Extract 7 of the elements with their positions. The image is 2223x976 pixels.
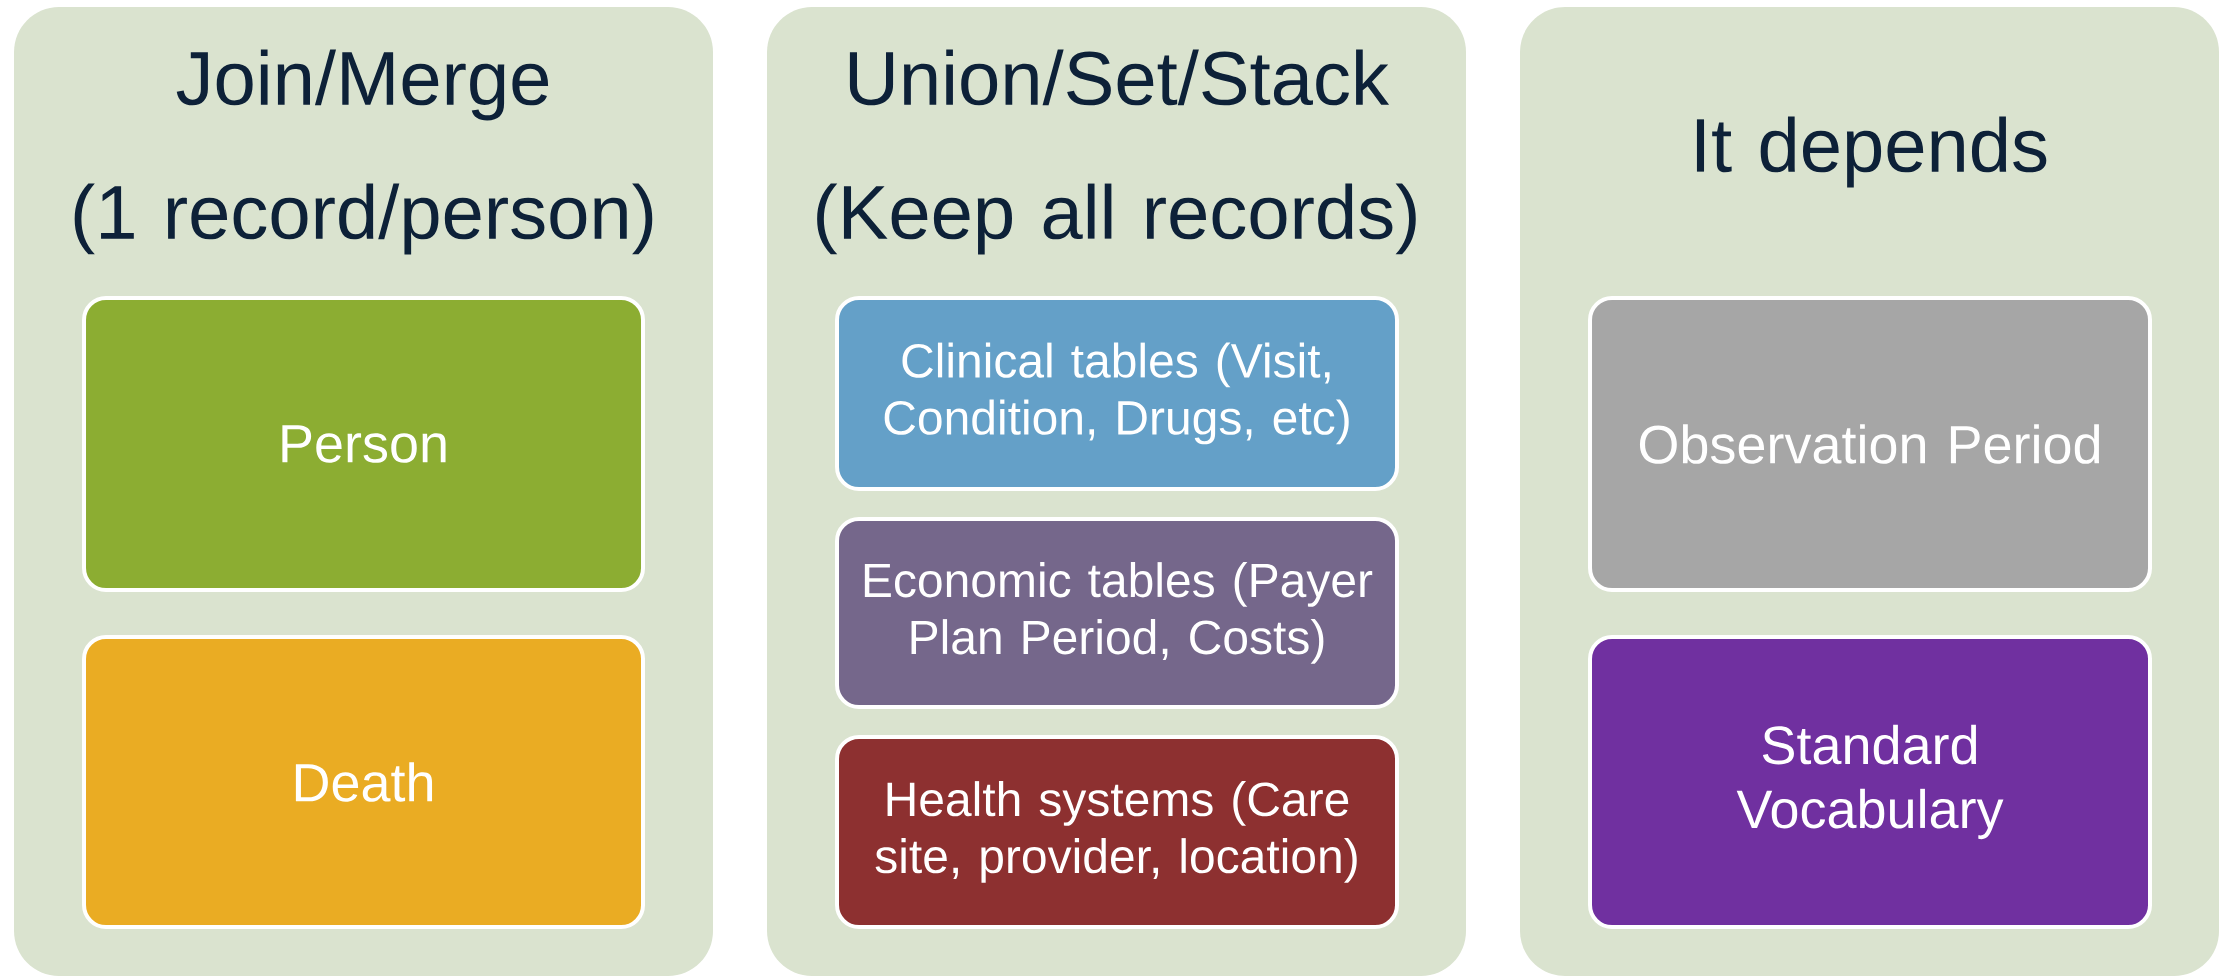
table-box: Clinical tables (Visit, Condition, Drugs, etc) <box>835 296 1399 491</box>
table-box: Person <box>82 296 645 592</box>
table-box: Economic tables (Payer Plan Period, Costs) <box>835 517 1399 709</box>
table-box: Health systems (Care site, provider, location) <box>835 735 1399 929</box>
table-box: Death <box>82 635 645 929</box>
table-box: Observation Period <box>1588 296 2152 592</box>
table-box: Standard Vocabulary <box>1588 635 2152 929</box>
